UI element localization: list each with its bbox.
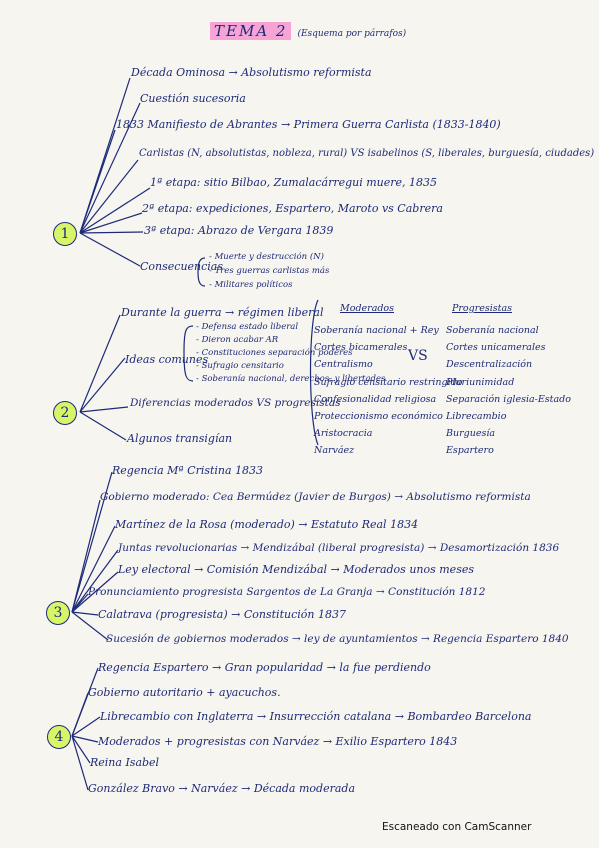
branch-3-6 bbox=[71, 593, 89, 613]
s3-item-3: Martínez de la Rosa (moderado) → Estatut… bbox=[115, 518, 419, 531]
brace-consecuencias bbox=[197, 257, 206, 287]
progresistas-list: Soberanía nacional Cortes unicamerales D… bbox=[446, 322, 571, 460]
moderados-item: Centralismo bbox=[314, 359, 373, 371]
s1-consecuencia-1: - Muerte y destrucción (N) bbox=[209, 252, 324, 262]
progresistas-heading: Progresistas bbox=[452, 303, 513, 314]
title-subtitle: (Esquema por párrafos) bbox=[297, 29, 407, 39]
moderados-item: Cortes bicamerales bbox=[314, 342, 408, 354]
brace-ideas bbox=[183, 325, 194, 382]
s3-item-8: Sucesión de gobiernos moderados → ley de… bbox=[106, 633, 569, 645]
s4-item-2: Gobierno autoritario + ayacuchos. bbox=[88, 686, 281, 699]
branch-2-1 bbox=[79, 314, 121, 413]
title-main: TEMA 2 bbox=[210, 22, 292, 40]
branch-3-7 bbox=[71, 611, 99, 616]
s2-item-1: Durante la guerra → régimen liberal bbox=[121, 306, 324, 319]
page-title: TEMA 2 (Esquema por párrafos) bbox=[210, 22, 406, 40]
moderados-item: Sufragio censitario restringido bbox=[314, 376, 463, 388]
progresistas-item: Descentralización bbox=[446, 359, 533, 371]
s1-consecuencia-2: - Tres guerras carlistas más bbox=[209, 266, 330, 276]
s1-item-1: Década Ominosa → Absolutismo reformista bbox=[131, 66, 372, 79]
s4-item-1: Regencia Espartero → Gran popularidad → … bbox=[98, 661, 431, 674]
branch-2-4 bbox=[79, 411, 127, 441]
branch-4-6 bbox=[71, 735, 89, 791]
moderados-item: Confesionalidad religiosa bbox=[314, 393, 437, 405]
moderados-item: Proteccionismo económico bbox=[314, 411, 443, 423]
branch-3-5 bbox=[71, 571, 119, 613]
moderados-item: Aristocracia bbox=[314, 428, 373, 440]
s1-item-7: 3ª etapa: Abrazo de Vergara 1839 bbox=[144, 224, 334, 237]
progresistas-item: Librecambio bbox=[446, 411, 507, 423]
s1-item-4: Carlistas (N, absolutistas, nobleza, rur… bbox=[139, 148, 595, 159]
branch-1-6 bbox=[79, 212, 143, 234]
s2-idea-3: - Constituciones separación poderes bbox=[196, 348, 353, 358]
s3-item-7: Calatrava (progresista) → Constitución 1… bbox=[98, 608, 346, 621]
s3-item-4: Juntas revolucionarias → Mendizábal (lib… bbox=[118, 542, 560, 554]
branch-1-2 bbox=[79, 102, 141, 234]
progresistas-item: Soberanía nacional bbox=[446, 325, 539, 336]
s4-item-6: González Bravo → Narváez → Década modera… bbox=[88, 782, 356, 795]
progresistas-item: Espartero bbox=[446, 445, 494, 457]
brace-moderados bbox=[309, 299, 319, 446]
branch-4-3 bbox=[71, 716, 101, 737]
s1-consecuencia-3: - Militares políticos bbox=[209, 280, 293, 290]
moderados-item: Soberanía nacional + Rey bbox=[314, 325, 439, 336]
section-4-marker: 4 bbox=[47, 725, 71, 749]
s2-item-3: Diferencias moderados VS progresistas bbox=[130, 397, 341, 409]
moderados-heading: Moderados bbox=[340, 303, 395, 314]
s2-idea-4: - Sufragio censitario bbox=[196, 361, 284, 371]
s1-item-5: 1ª etapa: sitio Bilbao, Zumalacárregui m… bbox=[150, 176, 438, 189]
branch-3-8 bbox=[71, 611, 109, 641]
s1-item-2: Cuestión sucesoria bbox=[140, 92, 246, 105]
s2-idea-1: - Defensa estado liberal bbox=[196, 322, 299, 332]
branch-4-5 bbox=[71, 735, 91, 764]
branch-3-3 bbox=[71, 525, 116, 613]
s4-item-4: Moderados + progresistas con Narváez → E… bbox=[98, 735, 458, 748]
branch-2-3 bbox=[79, 406, 129, 413]
branch-1-7 bbox=[79, 231, 144, 234]
moderados-list: Soberanía nacional + Rey Cortes bicamera… bbox=[314, 322, 462, 460]
s3-item-6: Pronunciamiento progresista Sargentos de… bbox=[88, 586, 486, 598]
branch-1-4 bbox=[79, 159, 139, 234]
s4-item-5: Reina Isabel bbox=[90, 756, 160, 769]
s1-item-3: 1833 Manifiesto de Abrantes → Primera Gu… bbox=[116, 118, 501, 131]
s2-item-2: Ideas comunes bbox=[125, 353, 209, 366]
s2-idea-5: - Soberanía nacional, derechos, y libert… bbox=[196, 374, 386, 384]
s4-item-3: Librecambio con Inglaterra → Insurrecció… bbox=[100, 710, 532, 723]
s3-item-2: Gobierno moderado: Cea Bermúdez (Javier … bbox=[100, 491, 531, 503]
moderados-item: Narváez bbox=[314, 445, 355, 457]
branch-2-2 bbox=[79, 357, 126, 413]
scanner-watermark: Escaneado con CamScanner bbox=[382, 821, 532, 833]
branch-1-3 bbox=[79, 129, 116, 234]
s1-item-8: Consecuencias bbox=[140, 260, 223, 273]
s2-idea-2: - Dieron acabar AR bbox=[196, 335, 279, 345]
s3-item-1: Regencia Mª Cristina 1833 bbox=[112, 464, 264, 477]
progresistas-item: Burguesía bbox=[446, 428, 496, 440]
branch-3-2 bbox=[71, 499, 101, 613]
branch-4-4 bbox=[71, 735, 99, 743]
s2-item-4: Algunos transigían bbox=[127, 432, 233, 445]
branch-1-8 bbox=[79, 232, 141, 267]
branch-3-1 bbox=[71, 471, 113, 613]
section-1-marker: 1 bbox=[53, 222, 77, 246]
section-3-marker: 3 bbox=[46, 601, 70, 625]
section-2-marker: 2 bbox=[53, 401, 77, 425]
branch-4-2 bbox=[71, 692, 89, 737]
branch-3-4 bbox=[71, 549, 119, 613]
s1-item-6: 2ª etapa: expediciones, Espartero, Marot… bbox=[142, 202, 443, 215]
progresistas-item: Pluriunimidad bbox=[446, 376, 515, 388]
s3-item-5: Ley electoral → Comisión Mendizábal → Mo… bbox=[118, 563, 474, 576]
branch-1-5 bbox=[79, 187, 151, 234]
progresistas-item: Separación iglesia-Estado bbox=[446, 393, 571, 405]
vs-label: VS bbox=[408, 348, 428, 364]
progresistas-item: Cortes unicamerales bbox=[446, 342, 546, 354]
